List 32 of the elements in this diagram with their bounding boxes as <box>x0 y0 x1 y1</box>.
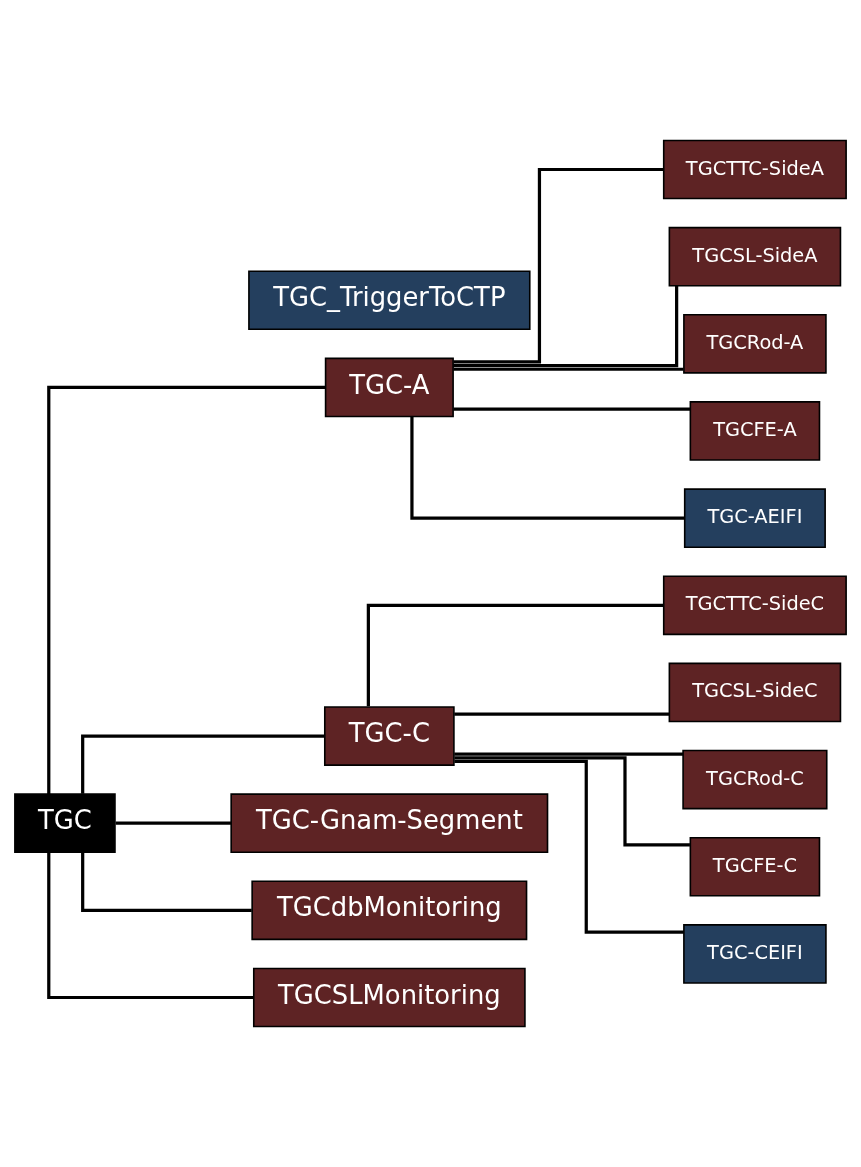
node-box: TGCFE-A <box>689 401 821 461</box>
node-box: TGCTTC-SideC <box>662 575 847 636</box>
connector <box>454 756 690 847</box>
node-box: TGC-AEIFI <box>683 488 826 548</box>
connector <box>454 752 684 756</box>
connector <box>454 759 684 934</box>
node-box: TGCSL-SideC <box>668 662 842 723</box>
node-box: TGCTTC-SideA <box>662 139 847 200</box>
node-box: TGCSLMonitoring <box>252 967 526 1028</box>
node-box: TGC-CEIFI <box>683 924 827 984</box>
connector <box>410 417 685 520</box>
connector <box>115 821 231 825</box>
node-box: TGCdbMonitoring <box>251 880 528 941</box>
connector <box>47 385 326 794</box>
connector <box>453 407 691 411</box>
connector <box>453 167 664 364</box>
node-box: TGC-A <box>324 357 454 418</box>
connector <box>453 367 684 371</box>
node-box: TGCFE-C <box>689 836 821 897</box>
node-box: TGC-Gnam-Segment <box>230 793 549 854</box>
connector <box>47 852 254 1000</box>
connector <box>366 603 664 707</box>
connector <box>454 712 670 716</box>
node-box: TGCRod-C <box>682 749 828 810</box>
node-box: TGC-C <box>323 706 455 766</box>
node-box: TGCRod-A <box>683 313 827 374</box>
connector <box>453 285 679 368</box>
node-box: TGCSL-SideA <box>668 226 842 287</box>
connector <box>81 734 325 794</box>
node-box: TGC <box>14 793 116 854</box>
connector <box>81 852 252 912</box>
node-box: TGC_TriggerToCTP <box>248 270 531 331</box>
